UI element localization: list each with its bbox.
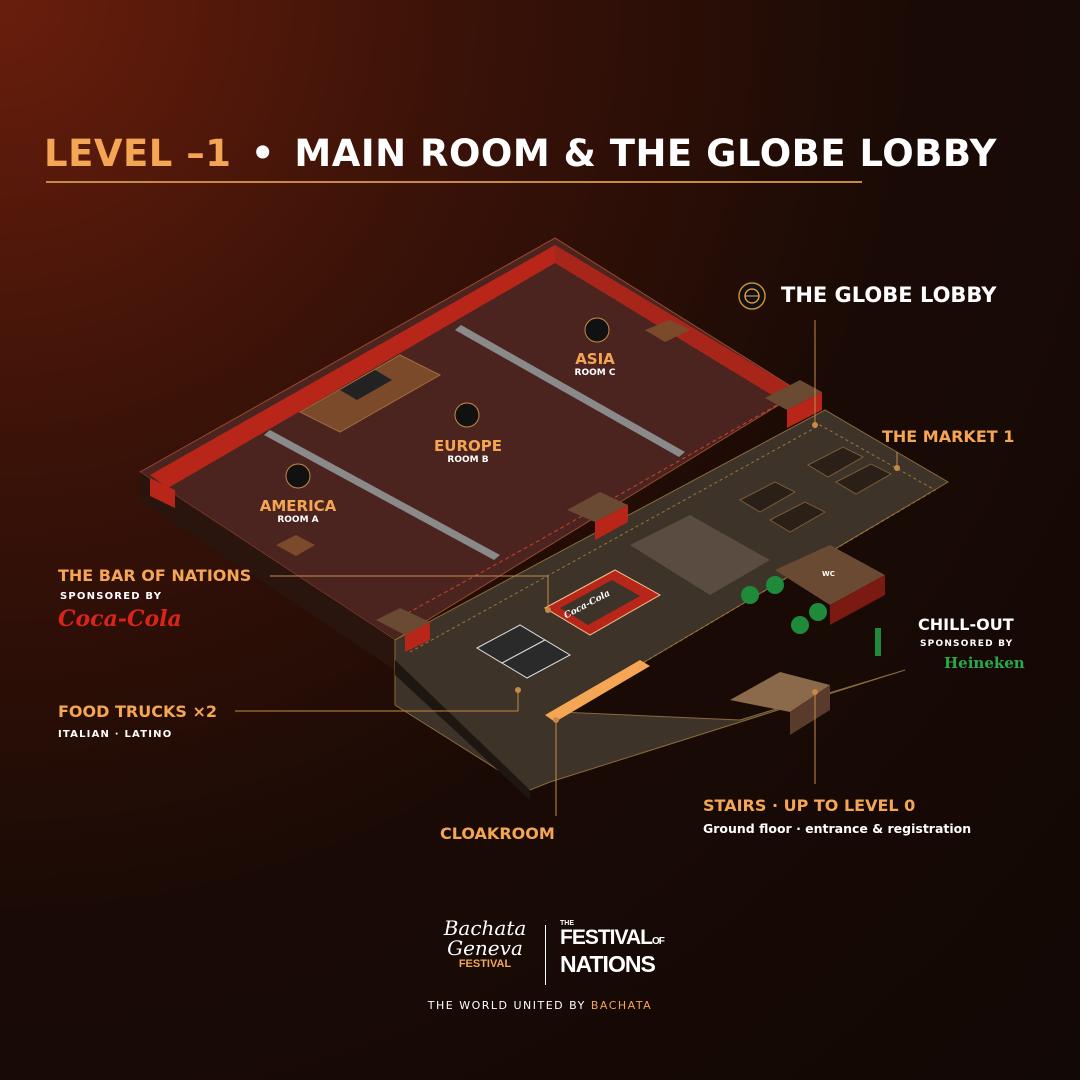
logo2-row1: FESTIVALOF <box>560 926 665 953</box>
room-america: AMERICA ROOM A <box>248 497 348 525</box>
festival-of-nations-logo: THE FESTIVALOF NATIONS <box>560 920 665 977</box>
heineken-logo: Heineken <box>944 654 1025 672</box>
room-asia-name: ASIA <box>575 350 615 368</box>
label-bar: THE BAR OF NATIONS <box>58 566 252 585</box>
label-chill: CHILL-OUT <box>918 615 1014 634</box>
room-america-name: AMERICA <box>259 497 337 515</box>
label-food-sub: ITALIAN · LATINO <box>58 729 173 740</box>
logo-line3: FESTIVAL <box>458 958 512 970</box>
tagline-a: THE WORLD UNITED BY <box>427 999 586 1012</box>
coca-cola-logo: Coca-Cola <box>58 606 182 632</box>
label-globe-lobby: THE GLOBE LOBBY <box>781 283 997 307</box>
tagline-b: BACHATA <box>590 999 653 1012</box>
room-icons <box>285 282 766 489</box>
room-america-sub: ROOM A <box>277 515 319 525</box>
label-bar-sponsor-prefix: SPONSORED BY <box>60 591 163 602</box>
logo-line1: Bachata <box>443 916 527 940</box>
lobby-floor <box>376 380 949 800</box>
label-cloakroom: CLOAKROOM <box>440 824 555 843</box>
label-stairs: STAIRS · UP TO LEVEL 0 <box>703 796 916 815</box>
room-asia-sub: ROOM C <box>574 368 616 378</box>
title-name: MAIN ROOM & THE GLOBE LOBBY <box>294 132 997 175</box>
logo2-of: OF <box>651 936 665 947</box>
title-separator: • <box>250 132 276 175</box>
leader-lines <box>235 320 900 816</box>
label-chill-sponsor-prefix: SPONSORED BY <box>920 639 1014 649</box>
room-europe-sub: ROOM B <box>447 455 489 465</box>
room-asia: ASIA ROOM C <box>545 350 645 378</box>
title-rule <box>46 181 862 183</box>
logo2-line1: FESTIVAL <box>560 926 653 949</box>
logo2-the: THE <box>560 920 574 927</box>
label-market: THE MARKET 1 <box>882 427 1015 446</box>
room-europe-name: EUROPE <box>434 437 502 455</box>
main-room <box>139 237 801 670</box>
bachata-geneva-logo: Bachata Geneva FESTIVAL <box>430 918 540 970</box>
title-level: LEVEL –1 <box>44 132 232 175</box>
room-europe: EUROPE ROOM B <box>418 437 518 465</box>
footer-tagline: THE WORLD UNITED BY BACHATA <box>0 999 1080 1012</box>
wc-sign: WC <box>822 570 835 578</box>
logo-line2: Geneva <box>447 936 523 960</box>
logo-divider <box>545 925 546 985</box>
logo2-line2: NATIONS <box>560 951 656 977</box>
label-food: FOOD TRUCKS ×2 <box>58 702 217 721</box>
page-title: LEVEL –1 • MAIN ROOM & THE GLOBE LOBBY <box>44 132 997 175</box>
label-stairs-sub: Ground floor · entrance & registration <box>703 821 972 836</box>
